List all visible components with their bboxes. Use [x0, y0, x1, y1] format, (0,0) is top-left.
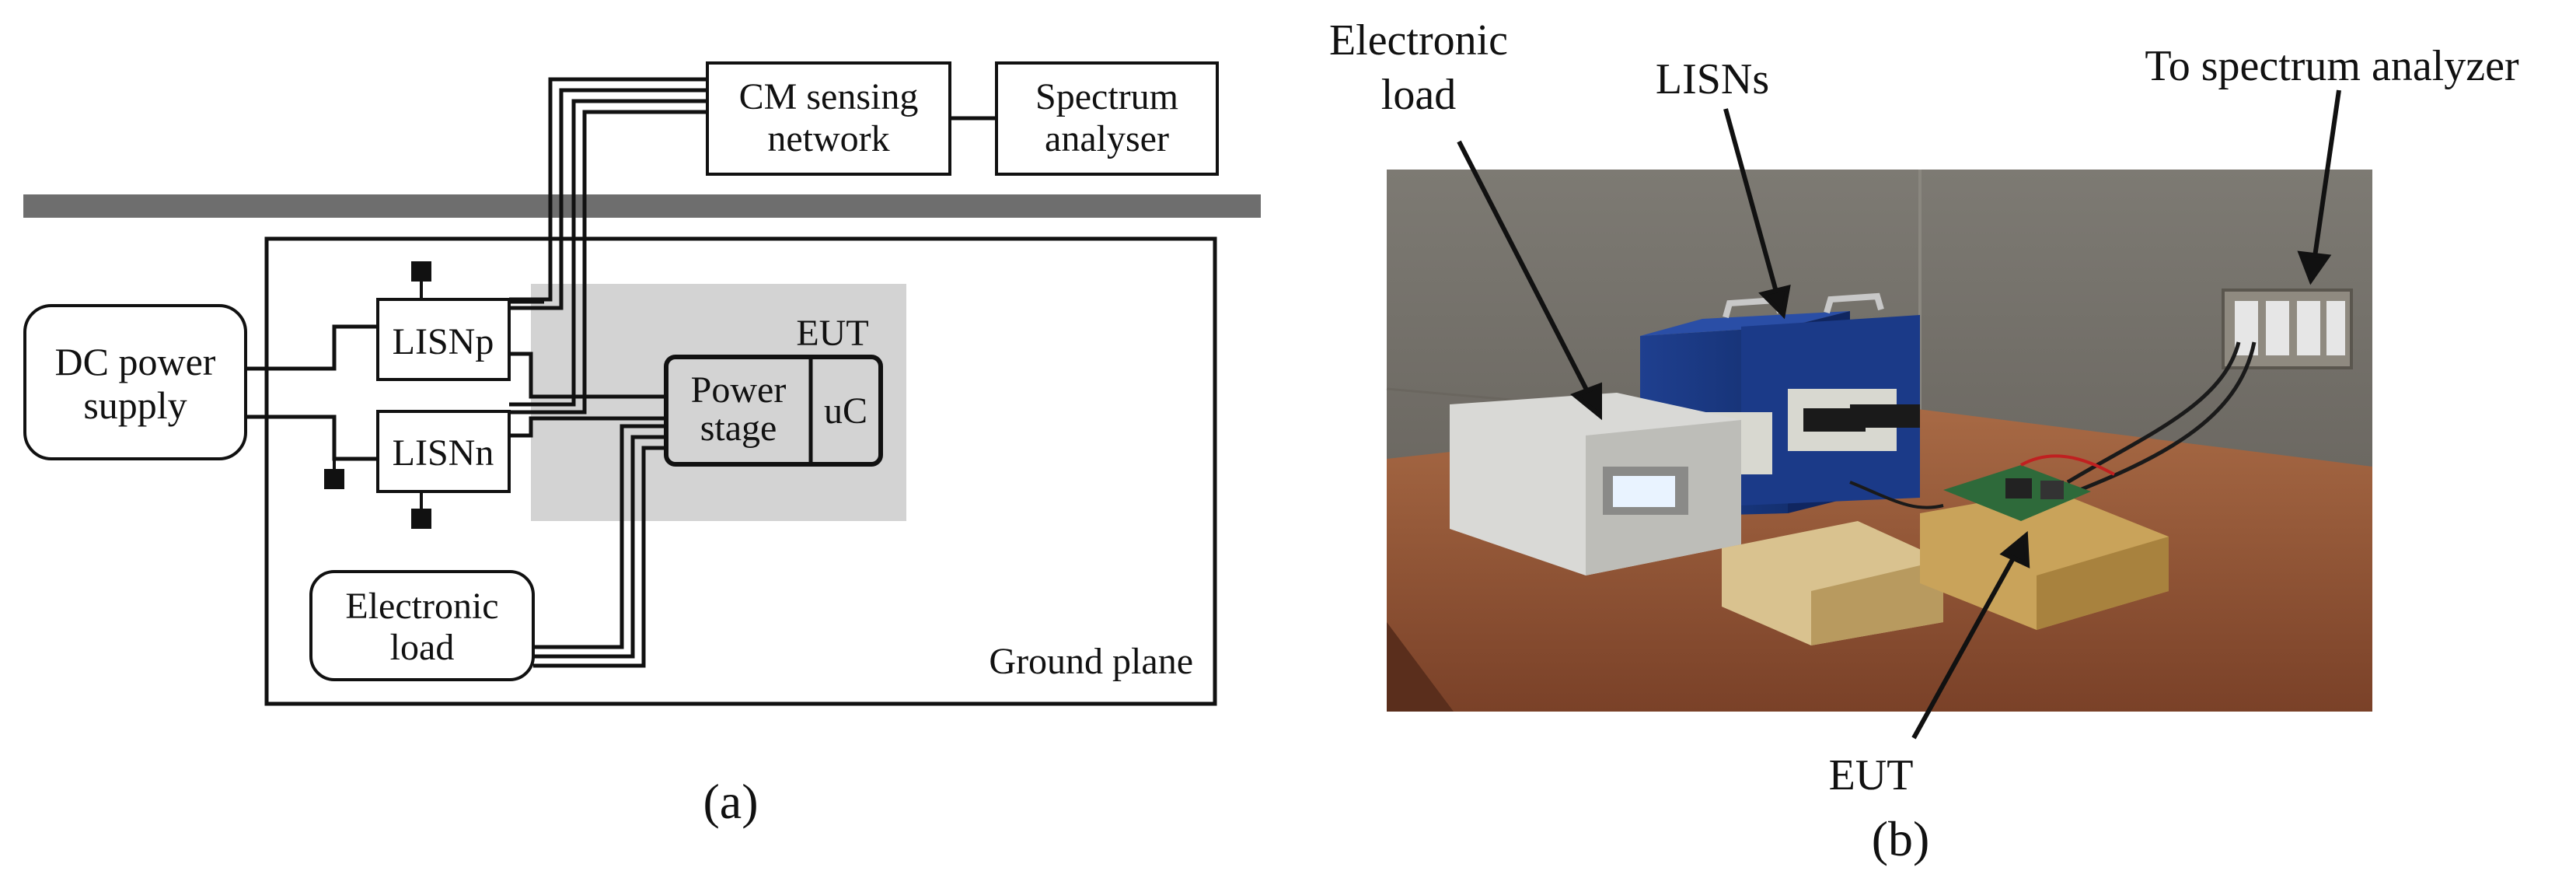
load-to-eut-double-wires: [533, 424, 666, 668]
dc-to-lisn-p-wire: [246, 324, 378, 371]
photo-label-eut: EUT: [1829, 751, 1914, 799]
panel-b-photo: Electronic load LISNs To spectrum analyz…: [1329, 16, 2519, 866]
photo-label-electronic-2: load: [1381, 71, 1456, 119]
dc-power-label-1: DC power: [55, 340, 216, 383]
power-stage-label-1: Power: [691, 369, 787, 411]
dc-power-supply-box: [23, 304, 247, 460]
photo-label-spectrum: To spectrum analyzer: [2145, 42, 2519, 90]
load-label-2: load: [390, 627, 455, 668]
ground-plane-box: [264, 236, 1217, 706]
dc-power-label-2: supply: [83, 383, 187, 427]
eut-label: EUT: [796, 313, 868, 354]
ground-plane-label: Ground plane: [989, 641, 1193, 682]
lisn-n-box: [376, 410, 511, 493]
lisn-n-label: LISNn: [393, 432, 494, 474]
spectrum-analyser-box: [995, 61, 1219, 176]
lisn-p-to-eut-wire: [509, 352, 666, 399]
lisn-n-to-eut-wire: [509, 416, 666, 438]
lisn-p-ground-terminal: [411, 261, 431, 282]
annotation-arrows: [1457, 89, 2341, 740]
caption-b: (b): [1872, 811, 1930, 866]
cm-sensing-label-2: network: [767, 118, 889, 159]
load-label-1: Electronic: [345, 586, 498, 627]
electronic-load-box: [309, 570, 535, 681]
spectrum-label-1: Spectrum: [1035, 76, 1178, 117]
photo-label-lisns: LISNs: [1656, 55, 1769, 103]
gray-bar: [23, 194, 1261, 218]
panel-a-diagram: CM sensing network Spectrum analyser DC …: [23, 61, 1261, 829]
caption-a: (a): [703, 774, 758, 829]
uc-label: uC: [824, 390, 867, 432]
power-stage-label-2: stage: [700, 408, 777, 449]
power-stage-box: [664, 355, 883, 467]
lisn-to-cm-double-wires: [509, 77, 707, 415]
cm-sensing-box: [706, 61, 951, 176]
dc-ground-terminal: [324, 469, 344, 489]
lisn-n-ground-terminal: [411, 509, 431, 529]
cm-sensing-label-1: CM sensing: [739, 76, 919, 117]
lisn-p-box: [376, 298, 511, 381]
spectrum-label-2: analyser: [1045, 118, 1169, 159]
lisn-p-label: LISNp: [393, 321, 494, 362]
dc-to-lisn-n-wire: [246, 415, 378, 461]
photo-label-electronic-1: Electronic: [1329, 16, 1508, 65]
